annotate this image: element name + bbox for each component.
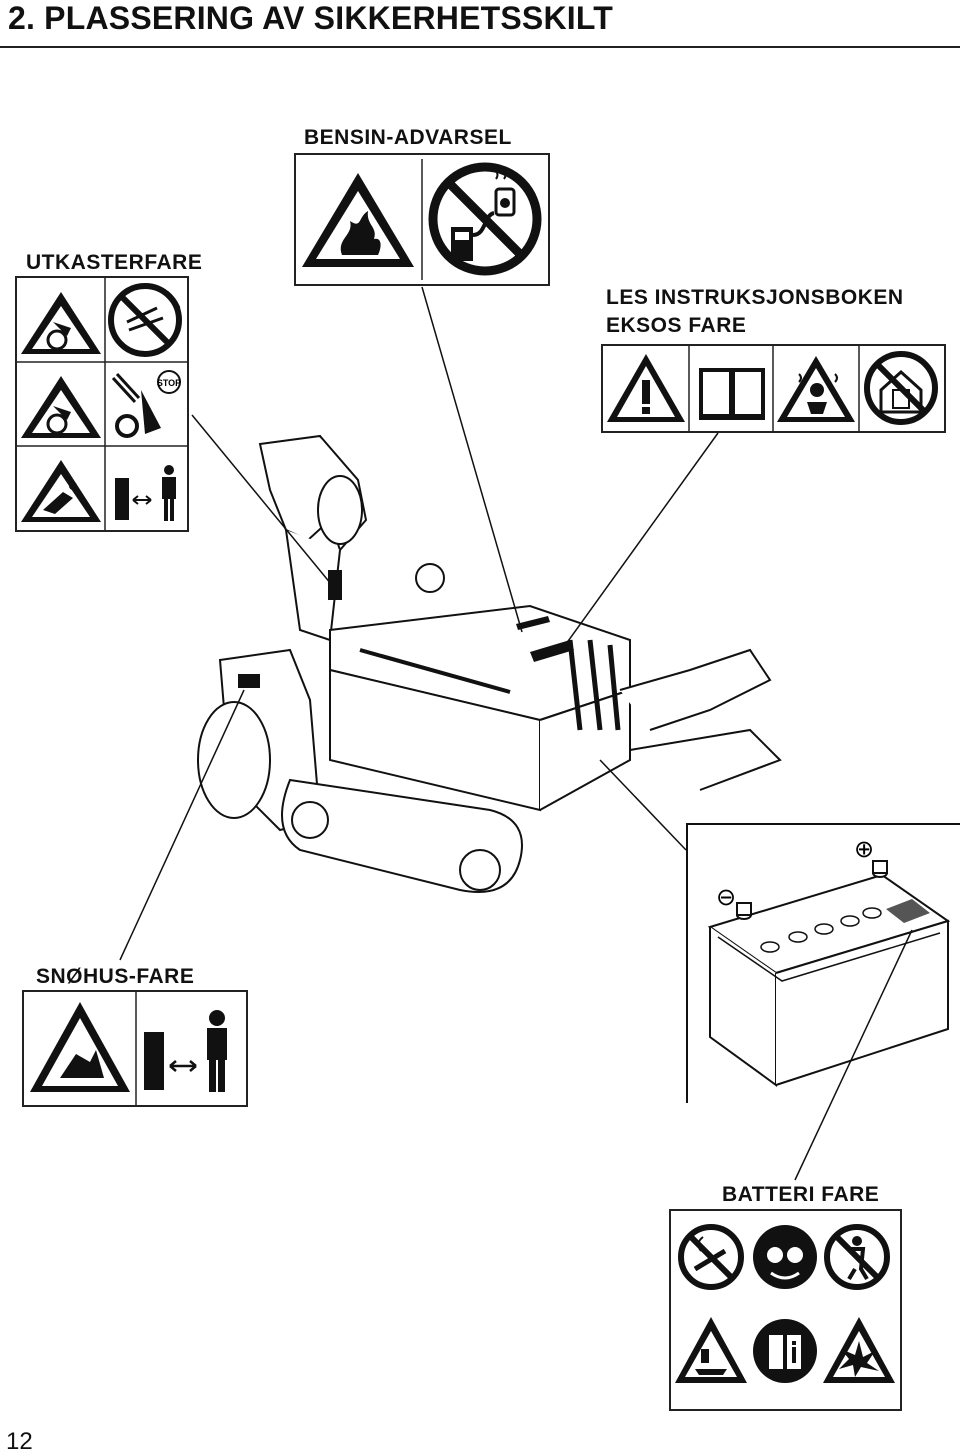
stop-engine-before-clearing-icon: STOP: [111, 370, 181, 438]
thrown-objects-warning-icon: [21, 460, 101, 522]
auger-hand-warning-icon: [21, 292, 101, 354]
bensin-decal-marker: [516, 616, 550, 630]
utkaster-decal-marker: [328, 570, 342, 600]
battery-minus-terminal-icon: ⊖: [716, 883, 736, 911]
title-rule: [0, 46, 960, 48]
keep-children-away-icon: [824, 1224, 890, 1290]
label-les-instruksjonsboken: LES INSTRUKSJONSBOKEN: [606, 286, 904, 309]
no-fire-smoking-icon: [678, 1224, 744, 1290]
instruction-exhaust-sticker: [601, 344, 946, 433]
label-batteri-fare: BATTERI FARE: [722, 1183, 880, 1206]
stop-icon-text: STOP: [157, 378, 181, 388]
auger-rotation-warning-icon: [21, 376, 101, 438]
page-number: 12: [6, 1428, 33, 1455]
instruks-decal-marker: [530, 640, 574, 662]
label-bensin-advarsel: BENSIN-ADVARSEL: [304, 126, 512, 149]
corrosive-acid-warning-icon: [675, 1317, 747, 1383]
label-utkasterfare: UTKASTERFARE: [26, 251, 203, 274]
read-manual-icon: [699, 368, 765, 420]
exhaust-fumes-warning-icon: [777, 356, 855, 422]
auger-housing-warning-icon: [30, 1002, 130, 1092]
no-refuel-running-icon: [428, 162, 542, 276]
fire-warning-icon: [302, 173, 414, 267]
utkasterfare-sticker: STOP: [15, 276, 189, 532]
snohus-fare-sticker: [22, 990, 248, 1107]
label-eksos-fare: EKSOS FARE: [606, 314, 747, 337]
snowblower-illustration: [190, 430, 790, 930]
keep-distance-icon-2: [144, 1010, 227, 1092]
eye-protection-icon: [753, 1225, 817, 1289]
battery-illustration: ⊕ ⊖: [686, 823, 960, 1103]
general-warning-icon: [607, 354, 685, 422]
no-hand-in-chute-icon: [108, 283, 182, 357]
bensin-warning-sticker: [294, 153, 550, 286]
page-title: 2. PLASSERING AV SIKKERHETSSKILT: [8, 0, 613, 36]
snohus-decal-marker: [238, 674, 260, 688]
battery-plus-terminal-icon: ⊕: [854, 835, 874, 863]
label-snohus-fare: SNØHUS-FARE: [36, 965, 195, 988]
keep-distance-icon: [115, 465, 176, 521]
no-indoor-operation-icon: [864, 351, 938, 425]
read-battery-manual-icon: [753, 1319, 817, 1383]
batteri-fare-sticker: [669, 1209, 902, 1411]
explosive-gas-warning-icon: [823, 1317, 895, 1383]
